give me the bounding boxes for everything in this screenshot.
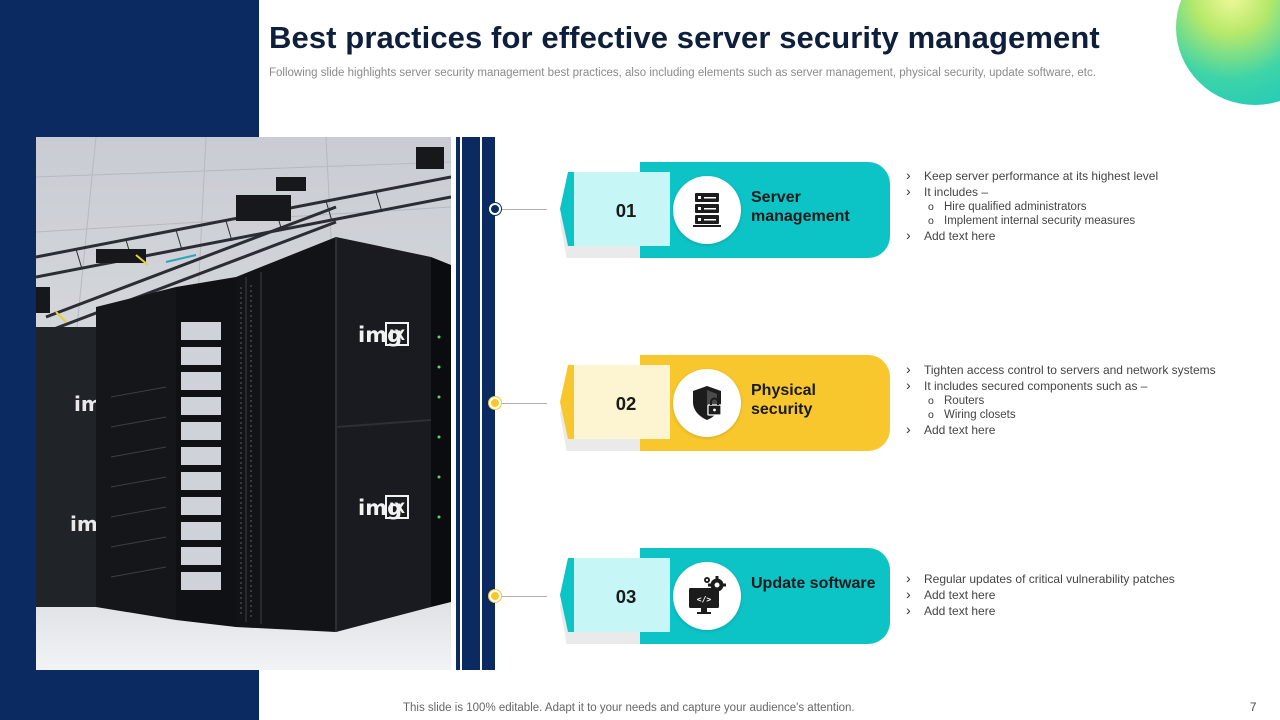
svg-text:</>: </>	[697, 595, 712, 604]
practice-card-server-management: 01 Server management	[548, 162, 892, 259]
card-number-tab	[560, 558, 670, 644]
shield-lock-icon	[673, 369, 741, 437]
card-number: 02	[615, 393, 637, 414]
connector-line-03	[502, 596, 547, 597]
bullet-item: Add text here	[906, 227, 1266, 244]
bullet-item: Keep server performance at its highest l…	[906, 167, 1266, 184]
sub-bullet-item: Routers	[906, 394, 1266, 408]
footer-note: This slide is 100% editable. Adapt it to…	[403, 702, 855, 714]
bullet-item: Regular updates of critical vulnerabilit…	[906, 570, 1266, 587]
page-title: Best practices for effective server secu…	[269, 20, 1100, 55]
bullets-server-management: Keep server performance at its highest l…	[906, 167, 1266, 244]
server-rack-icon	[673, 176, 741, 244]
card-label: Update software	[751, 575, 876, 592]
connector-line-02	[502, 403, 547, 404]
stripe-line	[460, 137, 462, 670]
bullet-item: Add text here	[906, 602, 1266, 619]
card-number-tab	[560, 365, 670, 451]
bullet-item: It includes secured components such as –	[906, 377, 1266, 394]
sub-bullet-item: Wiring closets	[906, 408, 1266, 422]
card-number: 03	[615, 586, 637, 607]
sub-bullet-item: Implement internal security measures	[906, 214, 1266, 228]
server-room-photo: img img img IX	[36, 137, 451, 670]
timeline-dot-02	[489, 397, 501, 409]
card-number-tab	[560, 172, 670, 258]
practice-card-update-software: 03 </> Update software	[548, 548, 892, 645]
sub-bullet-item: Hire qualified administrators	[906, 200, 1266, 214]
bullet-item: Add text here	[906, 421, 1266, 438]
svg-text:img: img	[358, 323, 402, 347]
svg-text:img: img	[358, 496, 402, 520]
stripe-line	[480, 137, 482, 670]
timeline-dot-01	[489, 203, 501, 215]
bullet-item: Add text here	[906, 586, 1266, 603]
timeline-dot-03	[489, 590, 501, 602]
svg-text:IX: IX	[389, 328, 405, 344]
card-label: Physical security	[751, 382, 816, 418]
page-number: 7	[1250, 702, 1257, 714]
bullet-item: Tighten access control to servers and ne…	[906, 361, 1266, 378]
bullets-update-software: Regular updates of critical vulnerabilit…	[906, 570, 1266, 619]
code-monitor-gear-icon: </>	[673, 562, 741, 630]
card-number: 01	[615, 200, 637, 221]
bullets-physical-security: Tighten access control to servers and ne…	[906, 361, 1266, 438]
page-subtitle: Following slide highlights server securi…	[269, 67, 1096, 79]
card-label: Server management	[751, 189, 850, 225]
connector-line-01	[502, 209, 547, 210]
practice-card-physical-security: 02 Physical security	[548, 355, 892, 452]
bullet-item: It includes –	[906, 183, 1266, 200]
timeline-stripe	[456, 137, 495, 670]
corner-gradient-blob	[1176, 0, 1280, 105]
svg-text:IX: IX	[389, 501, 405, 517]
